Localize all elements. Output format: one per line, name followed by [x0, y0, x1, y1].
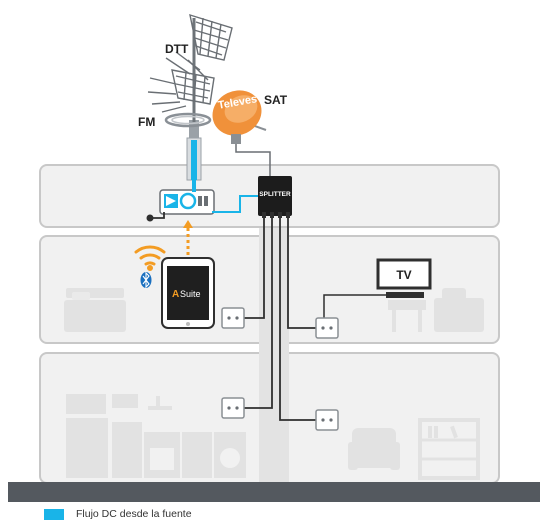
tv-cable — [323, 294, 386, 322]
wall-socket-upper-right[interactable] — [315, 317, 339, 339]
bluetooth-icon — [140, 271, 152, 289]
wall-socket-upper-left[interactable] — [221, 307, 245, 329]
legend-label: Flujo DC desde la fuente — [76, 508, 192, 520]
power-plug-icon — [146, 212, 165, 222]
wifi-icon — [134, 245, 166, 271]
fm-label: FM — [138, 115, 155, 129]
wall-socket-lower-right[interactable] — [315, 409, 339, 431]
sat-dish-icon: Televes — [212, 90, 267, 144]
legend-swatch — [44, 508, 64, 520]
splitter-unit[interactable]: SPLITTER — [258, 176, 292, 218]
wifi-link-arrow — [183, 220, 193, 228]
bed-left-icon — [64, 288, 126, 332]
distribution-cables — [244, 218, 316, 421]
asuite-logo-a: A — [172, 289, 179, 300]
sat-label: SAT — [264, 93, 288, 107]
amp-to-splitter-cable — [212, 195, 260, 213]
tablet-icon[interactable]: A Suite — [161, 257, 215, 329]
asuite-logo-text: Suite — [180, 289, 201, 299]
splitter-label: SPLITTER — [259, 191, 291, 198]
ground-strip — [8, 482, 540, 502]
amplifier-unit[interactable] — [159, 189, 215, 215]
antenna-mast — [186, 18, 202, 181]
tv-label: TV — [396, 268, 411, 282]
bed-right-icon — [434, 288, 484, 332]
sat-cable — [235, 144, 271, 176]
tv-icon[interactable]: TV — [376, 258, 432, 298]
dtt-antenna-lower-icon — [147, 69, 215, 113]
kitchen-icon — [66, 394, 246, 478]
wall-socket-lower-left[interactable] — [221, 397, 245, 419]
dtt-label: DTT — [165, 42, 189, 56]
legend: Flujo DC desde la fuente — [44, 506, 192, 522]
fm-antenna-icon — [164, 112, 212, 128]
armchair-icon — [348, 428, 400, 470]
nightstand-icon — [388, 300, 426, 332]
bookshelf-icon — [418, 418, 480, 480]
